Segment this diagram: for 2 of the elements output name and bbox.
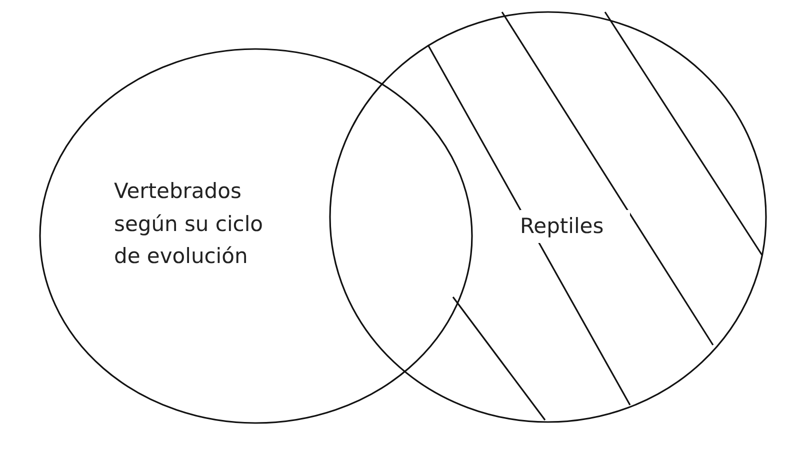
circle-label: Reptiles xyxy=(520,210,630,243)
circle-label: Vertebrados según su ciclo de evolución xyxy=(114,178,264,270)
